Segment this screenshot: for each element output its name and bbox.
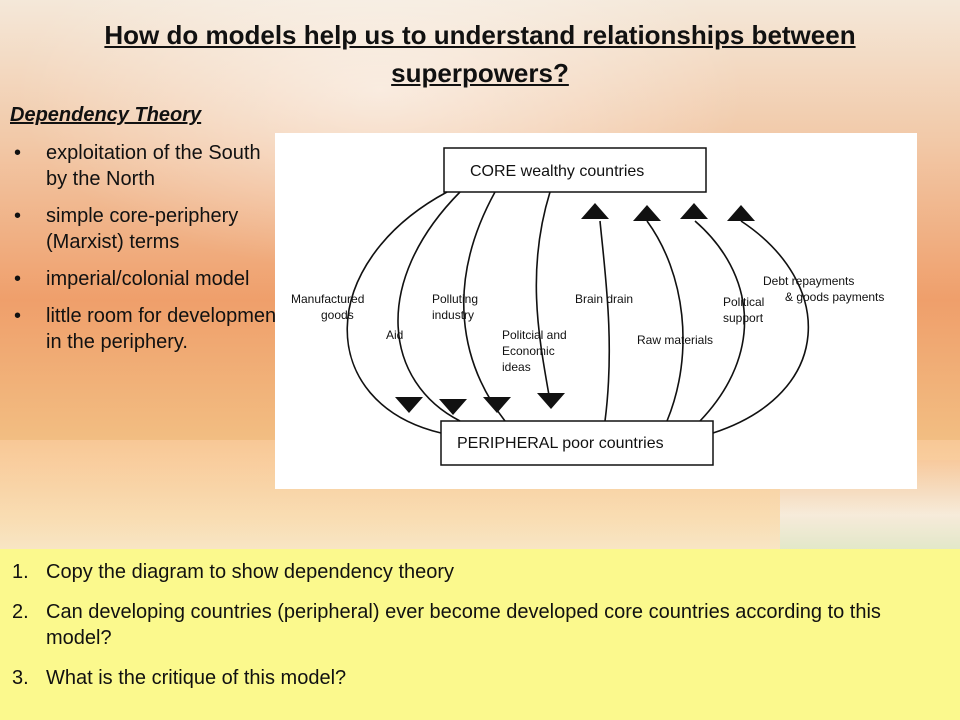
slide-subtitle: Dependency Theory <box>10 104 202 126</box>
dependency-diagram: CORE wealthy countries PERIPHERAL poor c… <box>275 133 917 489</box>
arrowhead-down <box>439 399 467 415</box>
bullet-text: simple core-periphery (Marxist) terms <box>46 205 239 253</box>
arrowhead-up <box>581 203 609 219</box>
core-box <box>443 147 707 193</box>
core-label: CORE wealthy countries <box>470 163 644 180</box>
arrowhead-down <box>395 397 423 413</box>
task-item: 3. What is the critique of this model? <box>12 665 912 691</box>
label-manufactured-goods: Manufactured goods <box>291 292 368 322</box>
task-panel: 1. Copy the diagram to show dependency th… <box>0 549 960 720</box>
bullet-dot: • <box>14 305 22 327</box>
bullet-list: •exploitation of the South by the North … <box>10 140 282 366</box>
flow-line-manufactured-goods <box>346 191 448 434</box>
bullet-text: exploitation of the South by the North <box>46 142 261 190</box>
task-list: 1. Copy the diagram to show dependency th… <box>12 559 912 705</box>
periphery-label: PERIPHERAL poor countries <box>457 435 664 452</box>
label-aid: Aid <box>386 328 403 342</box>
label-political-economic-ideas: Politcial and Economic ideas <box>502 328 570 374</box>
arrowhead-down <box>537 393 565 409</box>
arrowhead-up <box>680 203 708 219</box>
bullet-item: • little room for development in the peri… <box>10 303 282 355</box>
flow-line-brain-drain <box>599 220 611 422</box>
bullet-dot: • <box>14 142 22 164</box>
task-number: 1. <box>12 561 29 583</box>
bullet-dot: • <box>14 268 22 290</box>
arrowhead-up <box>633 205 661 221</box>
label-brain-drain: Brain drain <box>575 292 633 306</box>
slide-title: How do models help us to understand rela… <box>104 20 856 88</box>
bullet-text: little room for development in the perip… <box>46 305 282 353</box>
label-polluting-industry: Polluting industry <box>432 292 481 322</box>
flow-line-raw-materials <box>646 220 684 422</box>
flow-line-polluting-industry <box>463 191 506 422</box>
label-raw-materials: Raw materials <box>637 333 713 347</box>
bullet-dot: • <box>14 205 22 227</box>
task-item: 2. Can developing countries (peripheral) … <box>12 599 912 651</box>
task-item: 1. Copy the diagram to show dependency th… <box>12 559 912 585</box>
bullet-item: • exploitation of the South by the North <box>10 140 282 192</box>
task-number: 2. <box>12 601 29 623</box>
bullet-item: • simple core-periphery (Marxist) terms <box>10 203 282 255</box>
flow-line-aid <box>397 191 461 422</box>
dependency-diagram-svg: CORE wealthy countries PERIPHERAL poor c… <box>291 147 884 466</box>
task-number: 3. <box>12 667 29 689</box>
arrowhead-up <box>727 205 755 221</box>
flow-line-ideas <box>535 191 551 402</box>
arrowhead-down <box>483 397 511 413</box>
bullet-text: imperial/colonial model <box>46 268 250 290</box>
flow-line-political-support <box>694 220 746 422</box>
flow-line-debt-repayments <box>712 220 810 434</box>
label-political-support: Political support <box>723 295 768 325</box>
periphery-box <box>440 420 714 466</box>
bullet-item: • imperial/colonial model <box>10 266 282 292</box>
label-debt-repayments: Debt repayments & goods payments <box>763 274 884 304</box>
task-text: What is the critique of this model? <box>46 667 347 689</box>
task-text: Can developing countries (peripheral) ev… <box>46 601 881 649</box>
task-text: Copy the diagram to show dependency theo… <box>46 561 455 583</box>
